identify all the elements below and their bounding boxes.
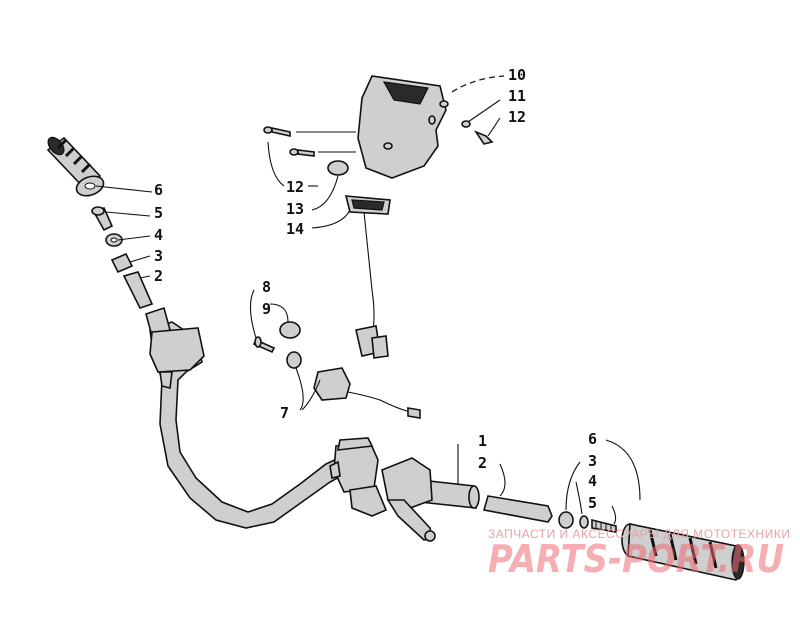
callout-2-left: 2 [154,267,163,285]
screw-8 [252,336,276,354]
right-bolt-5 [591,518,617,533]
watermark-tagline: ЗАПЧАСТИ И АКСЕССУАРЫ ДЛЯ МОТОТЕХНИКИ [488,527,790,541]
callout-9: 9 [262,300,271,318]
screw-12-right [461,120,494,145]
left-grip [46,136,105,197]
callout-10: 10 [508,66,526,84]
callout-12-top-right: 12 [508,108,526,126]
watermark: ЗАПЧАСТИ И АКСЕССУАРЫ ДЛЯ МОТОТЕХНИКИ PA… [488,527,790,581]
screws-12-left [263,126,315,157]
right-bar-tube [419,479,480,509]
right-washer-4 [579,515,589,529]
left-tube-2 [122,271,154,309]
callout-11: 11 [508,87,526,105]
callout-4-left: 4 [154,226,163,244]
callout-1: 1 [478,432,487,450]
cap-9 [279,321,301,339]
callout-13: 13 [286,200,304,218]
switch-7 [286,351,421,419]
brake-master-cylinder [329,437,436,542]
switch-housing [357,75,449,179]
callout-numbers: 10 11 12 12 13 14 6 5 4 3 2 8 9 7 1 2 6 … [154,66,597,512]
switch-14 [344,195,391,359]
watermark-logo: PARTS-PORT.RU [488,537,784,581]
callout-7: 7 [280,404,289,422]
callout-8: 8 [262,278,271,296]
left-plug-3 [110,252,134,274]
callout-14: 14 [286,220,304,238]
right-grip-6 [621,523,745,581]
callout-5-left: 5 [154,204,163,222]
callout-6-right: 6 [588,430,597,448]
callout-5-right: 5 [588,494,597,512]
right-washer-3 [558,511,574,529]
left-bolt-5 [91,206,114,232]
lens-13 [327,160,349,176]
callout-12-left: 12 [286,178,304,196]
callout-3-right: 3 [588,452,597,470]
callout-6-left: 6 [154,181,163,199]
part-2-right-tube [482,495,553,523]
callout-2-right: 2 [478,454,487,472]
callout-4-right: 4 [588,472,597,490]
callout-3-left: 3 [154,247,163,265]
handlebar [145,306,353,529]
